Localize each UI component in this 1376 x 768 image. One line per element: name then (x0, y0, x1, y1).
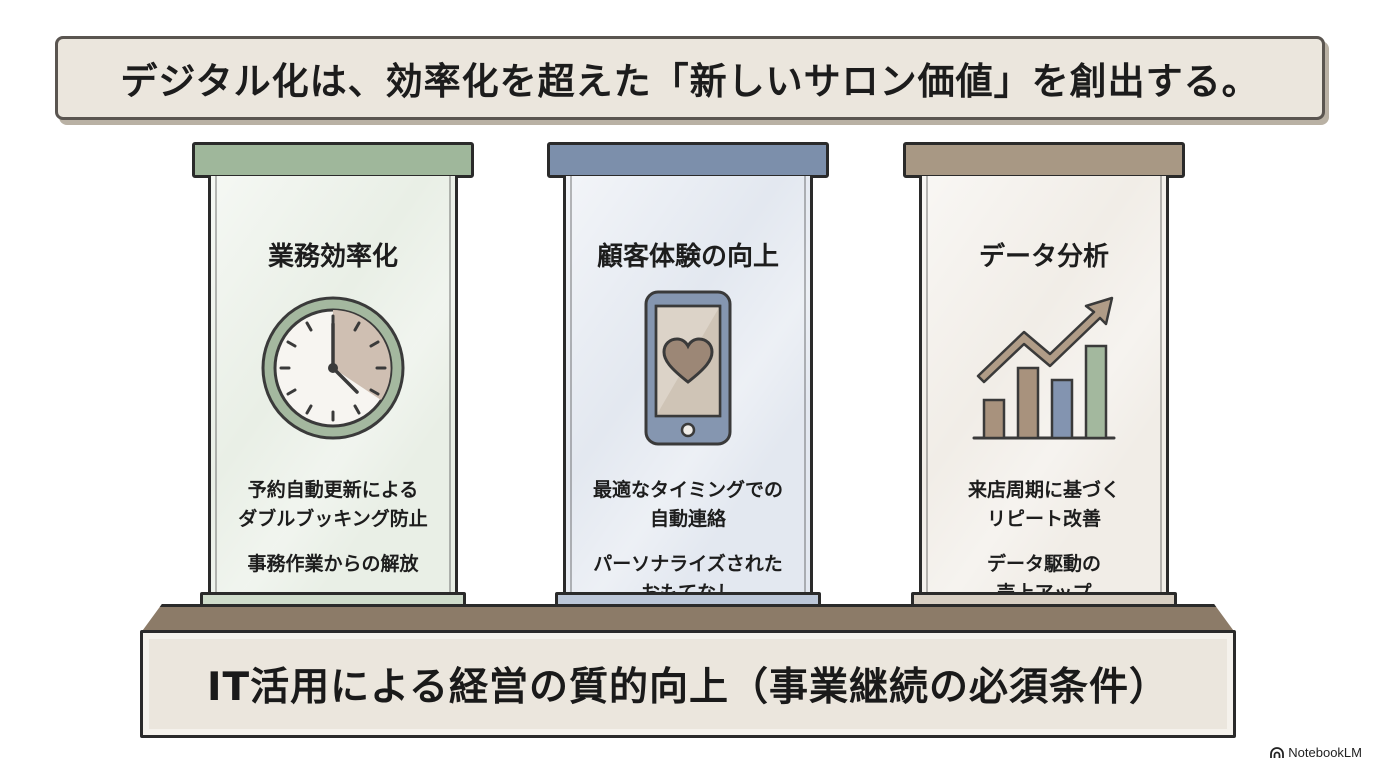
smartphone-heart-icon (608, 288, 768, 448)
title-banner: デジタル化は、効率化を超えた「新しいサロン価値」を創出する。 (55, 36, 1325, 120)
pillar-desc-2: パーソナライズされた おもてなし (593, 553, 783, 596)
pillar-cap (903, 142, 1185, 178)
pillar-desc-1: 最適なタイミングでの 自動連絡 (592, 479, 783, 530)
page-title: デジタル化は、効率化を超えた「新しいサロン価値」を創出する。 (120, 60, 1260, 103)
pillar-desc-2: 事務作業からの解放 (247, 553, 419, 575)
foundation-block: IT活用による経営の質的向上（事業継続の必須条件） (140, 630, 1236, 738)
foundation-label: IT活用による経営の質的向上（事業継続の必須条件） (207, 665, 1169, 710)
pillar-desc-1: 来店周期に基づく リピート改善 (967, 479, 1120, 530)
pillar-title: 顧客体験の向上 (596, 242, 779, 272)
pillar-title: 業務効率化 (267, 242, 398, 272)
brand-label: NotebookLM (1288, 745, 1362, 760)
brand-logo: NotebookLM (1270, 745, 1362, 760)
notebooklm-icon (1270, 746, 1285, 758)
pillar-body: 顧客体験の向上 最適なタイミングでの 自動連絡 パーソナライズされた おもてなし (563, 176, 813, 596)
pillar-data-analysis: データ分析 来店周期に基づく リピート改善 データ駆動の 売上アップ (903, 142, 1185, 632)
pillar-cap (192, 142, 474, 178)
pillar-body: 業務効率化 (208, 176, 458, 596)
pillar-title: データ分析 (978, 242, 1109, 272)
pillar-body: データ分析 来店周期に基づく リピート改善 データ駆動の 売上アップ (919, 176, 1169, 596)
growth-chart-icon (964, 288, 1124, 448)
pillar-customer-experience: 顧客体験の向上 最適なタイミングでの 自動連絡 パーソナライズされた おもてなし (547, 142, 829, 632)
pillar-desc-1: 予約自動更新による ダブルブッキング防止 (238, 479, 428, 530)
pillar-cap (547, 142, 829, 178)
clock-icon (253, 288, 413, 448)
pillar-desc-2: データ駆動の 売上アップ (986, 553, 1101, 596)
pillar-efficiency: 業務効率化 (192, 142, 474, 632)
